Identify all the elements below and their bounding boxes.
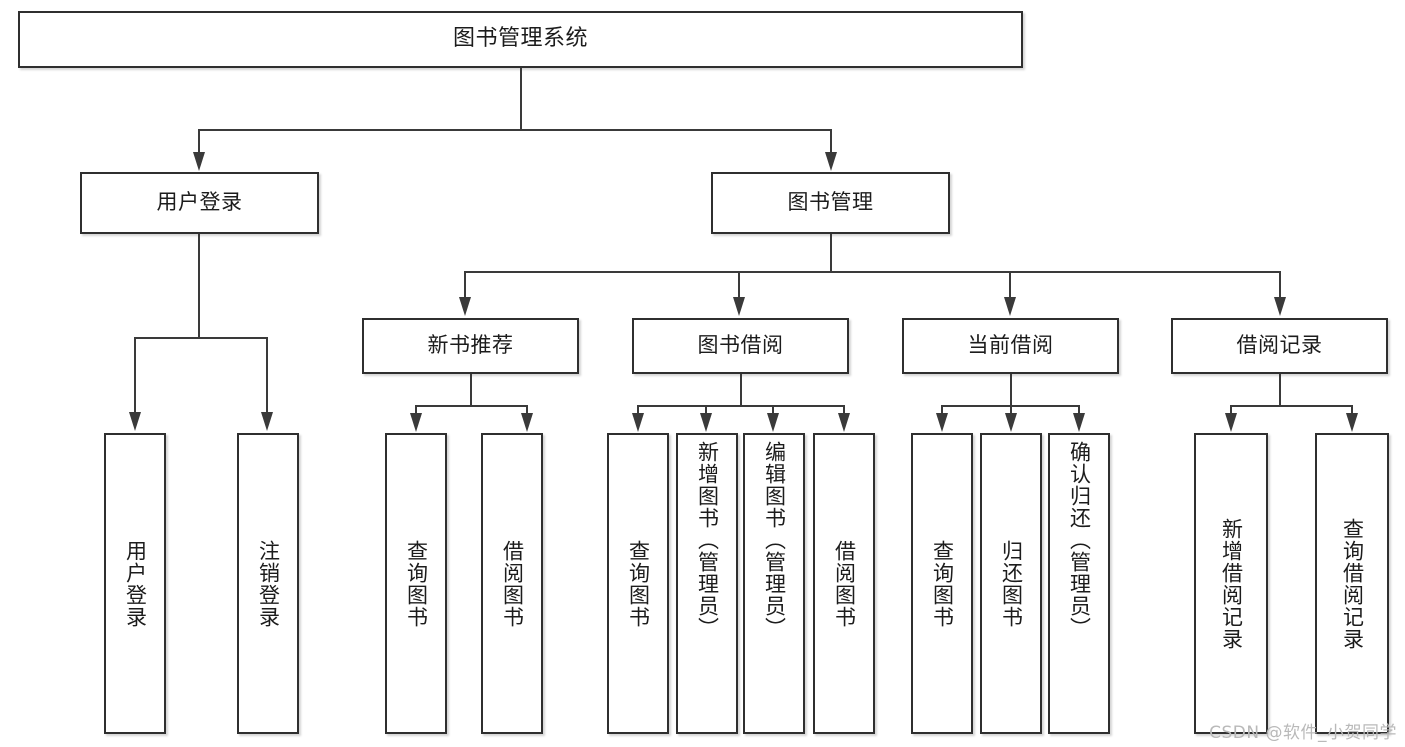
edge-records-drop-2 xyxy=(1351,405,1353,415)
node-label: 归还图书 xyxy=(999,539,1024,628)
arrow-borrow-leaf-1 xyxy=(632,413,644,432)
edge-new-book-drop-2 xyxy=(526,405,528,415)
node-label: 查询图书 xyxy=(404,539,429,628)
node-label: 借阅图书 xyxy=(832,539,857,628)
edge-user-login-bus xyxy=(134,337,266,339)
edge-to-records xyxy=(1279,271,1281,298)
node-label: 用户登录 xyxy=(123,539,148,628)
arrow-borrow-leaf-3 xyxy=(767,413,779,432)
leaf-edit-book-admin[interactable]: 编辑图书（管理员） xyxy=(743,433,805,734)
node-label: 查询图书 xyxy=(626,539,651,628)
edge-borrow-drop-1 xyxy=(637,405,639,415)
edge-book-manage-stem xyxy=(830,234,832,272)
edge-current-drop-1 xyxy=(941,405,943,415)
edge-to-new-book xyxy=(464,271,466,298)
leaf-query-book-new[interactable]: 查询图书 xyxy=(385,433,447,734)
arrow-new-book-leaf-1 xyxy=(410,413,422,432)
node-label: 新增图书（管理员） xyxy=(695,441,720,639)
arrow-to-user-login xyxy=(193,152,205,171)
arrow-to-records xyxy=(1274,297,1286,316)
node-label: 注销登录 xyxy=(256,539,281,628)
edge-new-book-stem xyxy=(470,374,472,406)
edge-level1-bus xyxy=(198,129,832,131)
watermark: CSDN @软件_小贺同学 xyxy=(1209,723,1397,743)
edge-borrow-stem xyxy=(740,374,742,406)
arrow-records-leaf-2 xyxy=(1346,413,1358,432)
edge-borrow-drop-3 xyxy=(772,405,774,415)
node-label: 新增借阅记录 xyxy=(1219,517,1244,650)
edge-current-drop-3 xyxy=(1078,405,1080,415)
node-label: 图书管理 xyxy=(787,190,874,215)
node-book-management[interactable]: 图书管理 xyxy=(711,172,950,234)
node-label: 借阅记录 xyxy=(1236,333,1323,358)
arrow-user-login-leaf-1 xyxy=(129,412,141,431)
edge-current-stem xyxy=(1010,374,1012,406)
arrow-new-book-leaf-2 xyxy=(521,413,533,432)
node-label: 编辑图书（管理员） xyxy=(762,441,787,639)
node-label: 图书借阅 xyxy=(697,333,784,358)
arrow-borrow-leaf-2 xyxy=(700,413,712,432)
leaf-return-book[interactable]: 归还图书 xyxy=(980,433,1042,734)
arrow-to-book-manage xyxy=(825,152,837,171)
node-borrow-records[interactable]: 借阅记录 xyxy=(1171,318,1388,374)
arrow-current-leaf-3 xyxy=(1073,413,1085,432)
arrow-user-login-leaf-2 xyxy=(261,412,273,431)
arrow-records-leaf-1 xyxy=(1225,413,1237,432)
edge-to-user-login xyxy=(198,129,200,153)
edge-borrow-drop-4 xyxy=(843,405,845,415)
edge-to-borrow xyxy=(738,271,740,298)
edge-user-login-drop-1 xyxy=(134,337,136,413)
edge-new-book-drop-1 xyxy=(415,405,417,415)
edge-level2-bus xyxy=(464,271,1281,273)
edge-user-login-drop-2 xyxy=(266,337,268,413)
edge-user-login-stem xyxy=(198,234,200,338)
edge-new-book-bus xyxy=(415,405,527,407)
arrow-to-borrow xyxy=(733,297,745,316)
leaf-logout[interactable]: 注销登录 xyxy=(237,433,299,734)
arrow-to-new-book xyxy=(459,297,471,316)
edge-borrow-drop-2 xyxy=(705,405,707,415)
node-label: 新书推荐 xyxy=(427,333,514,358)
arrow-to-current xyxy=(1004,297,1016,316)
node-label: 借阅图书 xyxy=(500,539,525,628)
node-label: 确认归还（管理员） xyxy=(1067,441,1092,639)
edge-borrow-bus xyxy=(637,405,845,407)
node-label: 查询图书 xyxy=(930,539,955,628)
node-book-borrow[interactable]: 图书借阅 xyxy=(632,318,849,374)
edge-current-drop-2 xyxy=(1010,405,1012,415)
node-label: 查询借阅记录 xyxy=(1340,517,1365,650)
arrow-borrow-leaf-4 xyxy=(838,413,850,432)
edge-records-stem xyxy=(1279,374,1281,406)
leaf-query-book-current[interactable]: 查询图书 xyxy=(911,433,973,734)
edge-to-current xyxy=(1009,271,1011,298)
edge-records-bus xyxy=(1230,405,1353,407)
edge-to-book-manage xyxy=(830,129,832,153)
leaf-query-book-borrow[interactable]: 查询图书 xyxy=(607,433,669,734)
leaf-query-borrow-record[interactable]: 查询借阅记录 xyxy=(1315,433,1389,734)
arrow-current-leaf-1 xyxy=(936,413,948,432)
edge-root-stem xyxy=(520,68,522,130)
node-label: 用户登录 xyxy=(156,190,243,215)
leaf-borrow-book[interactable]: 借阅图书 xyxy=(813,433,875,734)
arrow-current-leaf-2 xyxy=(1005,413,1017,432)
node-root-system[interactable]: 图书管理系统 xyxy=(18,11,1023,68)
node-label: 当前借阅 xyxy=(967,333,1054,358)
leaf-user-login[interactable]: 用户登录 xyxy=(104,433,166,734)
edge-records-drop-1 xyxy=(1230,405,1232,415)
node-label: 图书管理系统 xyxy=(452,26,588,52)
leaf-confirm-return-admin[interactable]: 确认归还（管理员） xyxy=(1048,433,1110,734)
node-current-borrow[interactable]: 当前借阅 xyxy=(902,318,1119,374)
leaf-borrow-book-new[interactable]: 借阅图书 xyxy=(481,433,543,734)
node-new-book-recommend[interactable]: 新书推荐 xyxy=(362,318,579,374)
leaf-add-book-admin[interactable]: 新增图书（管理员） xyxy=(676,433,738,734)
node-user-login[interactable]: 用户登录 xyxy=(80,172,319,234)
leaf-add-borrow-record[interactable]: 新增借阅记录 xyxy=(1194,433,1268,734)
